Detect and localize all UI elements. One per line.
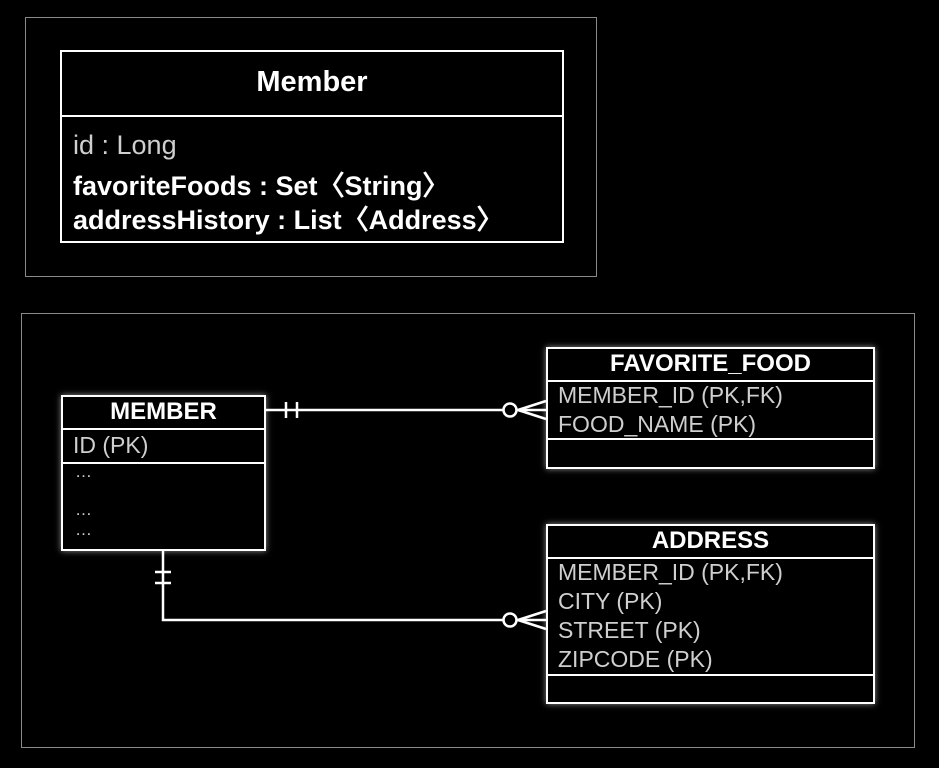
zero-mark-1 [502,402,518,418]
crow-foot-2a [517,609,547,622]
zero-mark-2 [502,612,518,628]
favorite-food-row: MEMBER_ID (PK,FK) [558,382,783,408]
address-footer-divider [548,674,873,676]
address-row: STREET (PK) [558,617,701,643]
member-class-box: Member id : Long favoriteFoods : Set〈Str… [60,50,564,243]
member-entity-title: MEMBER [110,398,217,425]
member-key-row: ID (PK) [73,432,149,458]
member-attr-row: … [75,462,92,481]
favorite-food-row: FOOD_NAME (PK) [558,411,757,437]
address-title-divider [548,557,873,559]
crow-foot-1a [517,399,547,412]
favorite-food-entity-title: FAVORITE_FOOD [610,350,811,377]
member-key-divider [63,462,264,464]
attribute-id: id : Long [73,130,177,160]
member-title-divider [63,428,264,430]
class-diagram-panel: Member id : Long favoriteFoods : Set〈Str… [25,17,597,277]
member-attr-row: … [75,520,92,539]
er-diagram-panel [21,313,915,748]
address-entity-title: ADDRESS [651,527,770,554]
crow-foot-1b [517,408,547,421]
member-entity: MEMBER ID (PK) … … … [61,395,266,551]
attribute-favorite-foods: favoriteFoods : Set〈String〉 [73,171,450,201]
attribute-address-history: addressHistory : List〈Address〉 [73,205,504,235]
address-row: CITY (PK) [558,588,663,614]
address-row: MEMBER_ID (PK,FK) [558,559,783,585]
favorite-food-footer-divider [548,438,873,440]
member-class-divider [62,115,562,117]
member-address-line [161,551,546,622]
favorite-food-entity: FAVORITE_FOOD MEMBER_ID (PK,FK) FOOD_NAM… [546,347,875,469]
favorite-food-title-divider [548,380,873,382]
member-attr-row: … [75,500,92,519]
member-class-title: Member [256,66,368,98]
address-entity: ADDRESS MEMBER_ID (PK,FK) CITY (PK) STRE… [546,524,875,704]
crow-foot-2b [517,618,547,631]
address-row: ZIPCODE (PK) [558,646,713,672]
